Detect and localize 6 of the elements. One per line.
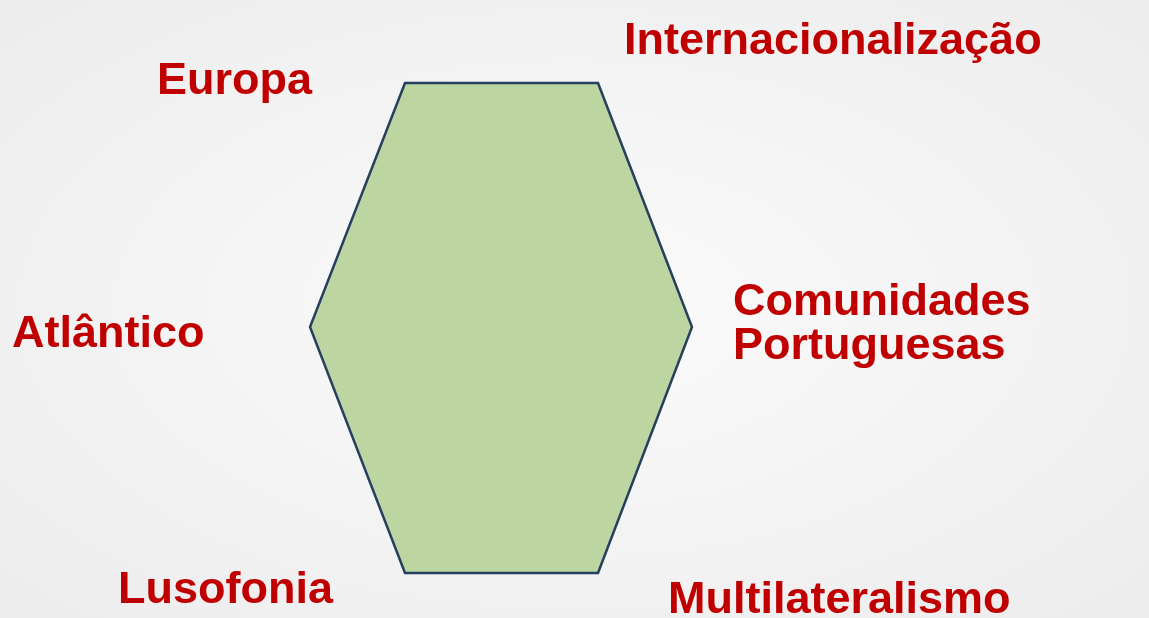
vertex-label: Comunidades Portuguesas: [733, 278, 1032, 366]
vertex-label: Europa: [157, 57, 313, 101]
vertex-label: Lusofonia: [118, 566, 333, 610]
vertex-label: Multilateralismo: [668, 576, 1011, 618]
vertex-label: Atlântico: [12, 310, 205, 354]
vertex-label: Internacionalização: [624, 17, 1042, 61]
